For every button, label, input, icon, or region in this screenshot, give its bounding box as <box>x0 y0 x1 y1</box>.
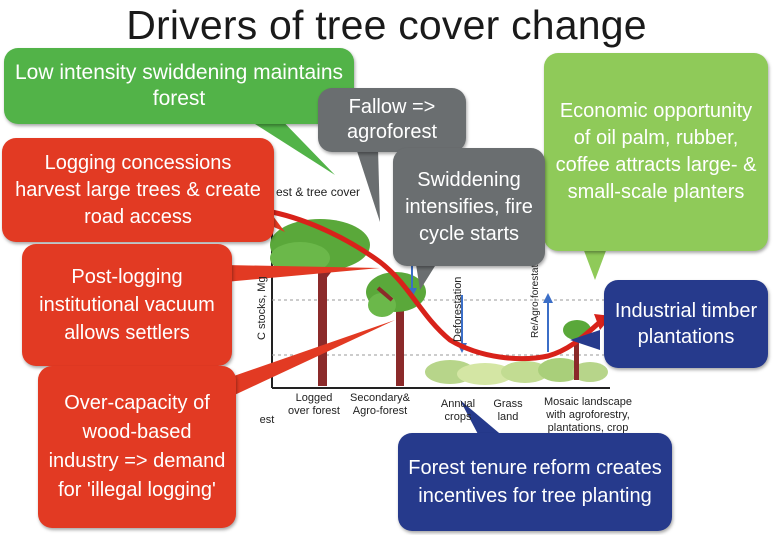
y-axis-label: C stocks, Mg <box>256 276 268 340</box>
callout-logging-concessions: Logging concessions harvest large trees … <box>2 138 274 242</box>
callout-industrial-plantations: Industrial timber plantations <box>604 280 768 368</box>
callout-tail <box>570 330 600 350</box>
tree-cover-curve <box>271 209 602 362</box>
callout-tail <box>356 148 380 222</box>
x-label-annual: Annual crops <box>440 398 476 423</box>
slide-title: Drivers of tree cover change <box>126 2 647 48</box>
callout-tail <box>230 108 335 175</box>
tree-illustration <box>270 219 370 386</box>
callout-tail <box>225 265 380 282</box>
x-label-grass: Grass land <box>493 398 523 423</box>
callout-low-intensity-swiddening: Low intensity swiddening maintains fores… <box>4 48 354 124</box>
callout-tail <box>228 320 395 398</box>
top-axis-label: est & tree cover <box>276 185 361 199</box>
callout-swiddening-intensifies: Swiddening intensifies, fire cycle start… <box>393 148 545 266</box>
callout-forest-tenure-reform: Forest tenure reform creates incentives … <box>398 433 672 531</box>
callout-fallow: Fallow => agroforest <box>318 88 466 152</box>
deforestation-label: Deforestation <box>452 276 464 342</box>
callout-over-capacity: Over-capacity of wood-based industry => … <box>38 366 236 528</box>
reforestation-arrow <box>543 293 553 352</box>
callout-economic-opportunity: Economic opportunity of oil palm, rubber… <box>544 53 768 251</box>
x-label-forest: est <box>259 414 275 426</box>
callout-tail <box>460 400 505 438</box>
grass-illustration <box>425 358 608 385</box>
callout-tail <box>415 258 440 290</box>
x-label-mosaic: Mosaic landscape with agroforestry, plan… <box>543 396 633 434</box>
callout-post-logging: Post-logging institutional vacuum allows… <box>22 244 232 366</box>
x-label-secondary: Secondary& Agro-forest <box>350 392 410 417</box>
x-label-logged: Logged over forest <box>288 392 340 417</box>
